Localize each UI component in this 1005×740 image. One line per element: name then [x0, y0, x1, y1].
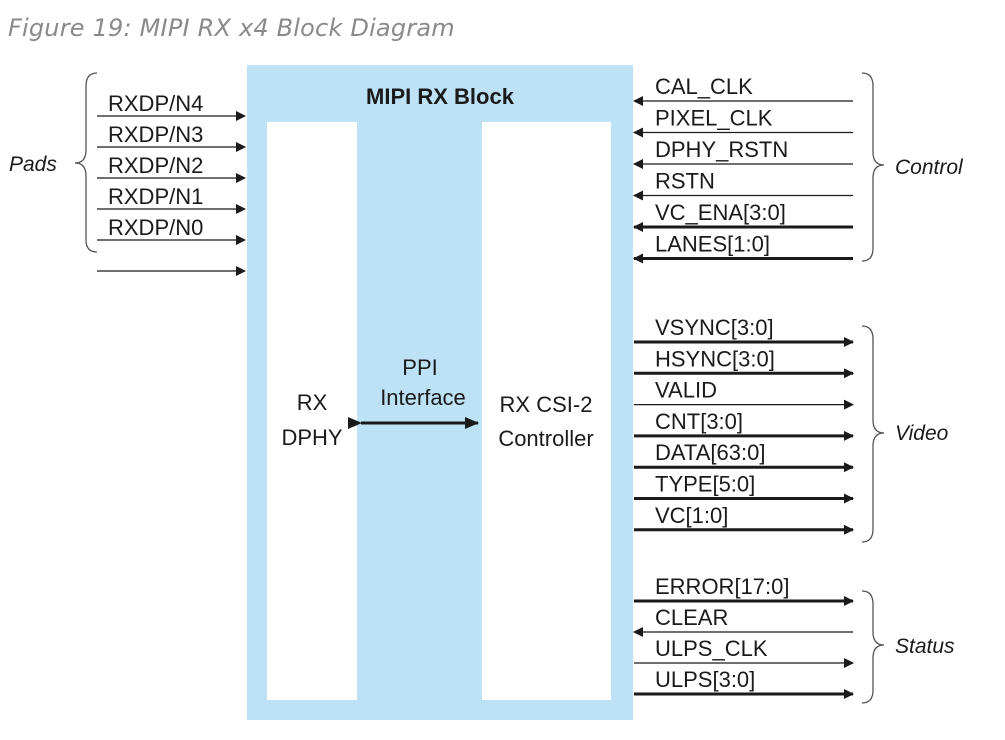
video-group-label: Video: [895, 422, 949, 445]
control-brace: [861, 72, 885, 262]
status-signals: ERROR[17:0] CLEAR ULPS_CLK ULPS[3:0]: [633, 574, 854, 699]
control-label-dphy-rstn: DPHY_RSTN: [655, 137, 788, 162]
video-label-type-5-0: TYPE[5:0]: [655, 472, 755, 497]
control-label-cal-clk: CAL_CLK: [655, 74, 753, 99]
block-title: MIPI RX Block: [366, 84, 515, 109]
rx-dphy-block: [267, 122, 357, 700]
status-brace: [861, 590, 885, 704]
video-label-vsync-3-0: VSYNC[3:0]: [655, 315, 774, 340]
control-label-lanes-1-0: LANES[1:0]: [655, 232, 770, 257]
pad-label-rxdp-n1: RXDP/N1: [108, 184, 203, 209]
status-label-error-17-0: ERROR[17:0]: [655, 574, 790, 599]
rx-csi2-controller-block: [482, 122, 611, 700]
ppi-label-line1: PPI: [402, 355, 437, 380]
video-label-valid: VALID: [655, 378, 717, 403]
ppi-label-line2: Interface: [380, 385, 466, 410]
figure-title: Figure 19: MIPI RX x4 Block Diagram: [8, 14, 455, 42]
control-label-pixel-clk: PIXEL_CLK: [655, 106, 773, 131]
video-label-cnt-3-0: CNT[3:0]: [655, 409, 743, 434]
dphy-label-line1: RX: [297, 390, 328, 415]
pad-label-rxdp-n2: RXDP/N2: [108, 153, 203, 178]
video-brace: [861, 325, 885, 543]
csi-label-line2: Controller: [498, 426, 593, 451]
video-label-vc-1-0: VC[1:0]: [655, 503, 728, 528]
pads-group-label: Pads: [9, 153, 57, 176]
video-signals: VSYNC[3:0] HSYNC[3:0] VALID CNT[3:0] DATA[63…: [634, 315, 854, 535]
control-group-label: Control: [895, 156, 964, 179]
pad-label-rxdp-n0: RXDP/N0: [108, 215, 203, 240]
pads-brace: [74, 72, 98, 253]
status-group-label: Status: [895, 635, 955, 658]
status-label-ulps-clk: ULPS_CLK: [655, 636, 768, 661]
video-label-hsync-3-0: HSYNC[3:0]: [655, 346, 775, 371]
status-label-clear: CLEAR: [655, 605, 728, 630]
dphy-label-line2: DPHY: [281, 425, 342, 450]
video-label-data-63-0: DATA[63:0]: [655, 440, 765, 465]
control-label-vc-ena-3-0: VC_ENA[3:0]: [655, 200, 786, 225]
control-signals: CAL_CLK PIXEL_CLK DPHY_RSTN RSTN VC_ENA[3:0]…: [633, 74, 853, 264]
pad-label-rxdp-n4: RXDP/N4: [108, 91, 203, 116]
status-label-ulps-3-0: ULPS[3:0]: [655, 667, 755, 692]
pad-label-rxdp-n3: RXDP/N3: [108, 122, 203, 147]
csi-label-line1: RX CSI-2: [500, 392, 593, 417]
control-label-rstn: RSTN: [655, 169, 715, 194]
